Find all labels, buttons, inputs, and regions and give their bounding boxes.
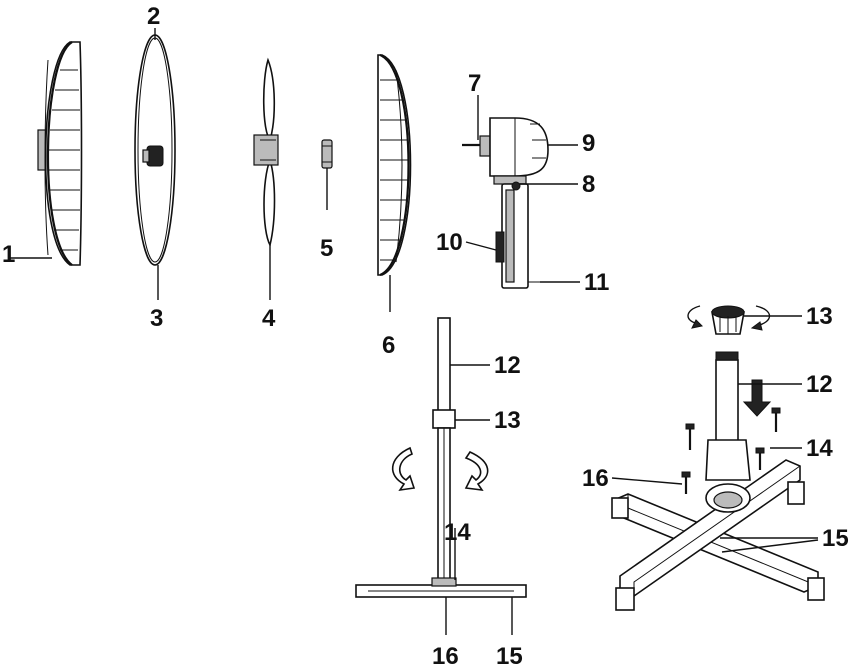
label-2: 2 <box>147 3 160 30</box>
label-base-14: 14 <box>806 435 833 462</box>
label-5: 5 <box>320 235 333 262</box>
rear-grille <box>38 42 82 265</box>
motor-stem <box>496 182 540 288</box>
label-base-16: 16 <box>582 465 609 492</box>
front-grille <box>378 55 411 275</box>
spinner-cap-and-ring <box>135 35 175 265</box>
leader-10 <box>466 242 496 250</box>
label-stand-15: 15 <box>496 643 523 670</box>
motor-housing <box>462 118 548 184</box>
label-stand-12: 12 <box>494 352 521 379</box>
label-1: 1 <box>2 241 15 268</box>
leader-base-16 <box>612 478 682 484</box>
label-stand-13: 13 <box>494 407 521 434</box>
label-base-15: 15 <box>822 525 849 552</box>
label-base-12: 12 <box>806 371 833 398</box>
label-7: 7 <box>468 70 481 97</box>
label-3: 3 <box>150 305 163 332</box>
label-8: 8 <box>582 171 595 198</box>
label-4: 4 <box>262 305 276 332</box>
label-9: 9 <box>582 130 595 157</box>
label-stand-14: 14 <box>444 519 471 546</box>
label-6: 6 <box>382 332 395 359</box>
label-10: 10 <box>436 229 463 256</box>
fan-blade <box>254 60 278 245</box>
locking-knob <box>688 306 770 334</box>
blade-nut <box>322 140 332 168</box>
label-11: 11 <box>584 269 609 296</box>
label-stand-16: 16 <box>432 643 459 670</box>
label-base-13: 13 <box>806 303 833 330</box>
cross-base <box>612 460 824 610</box>
